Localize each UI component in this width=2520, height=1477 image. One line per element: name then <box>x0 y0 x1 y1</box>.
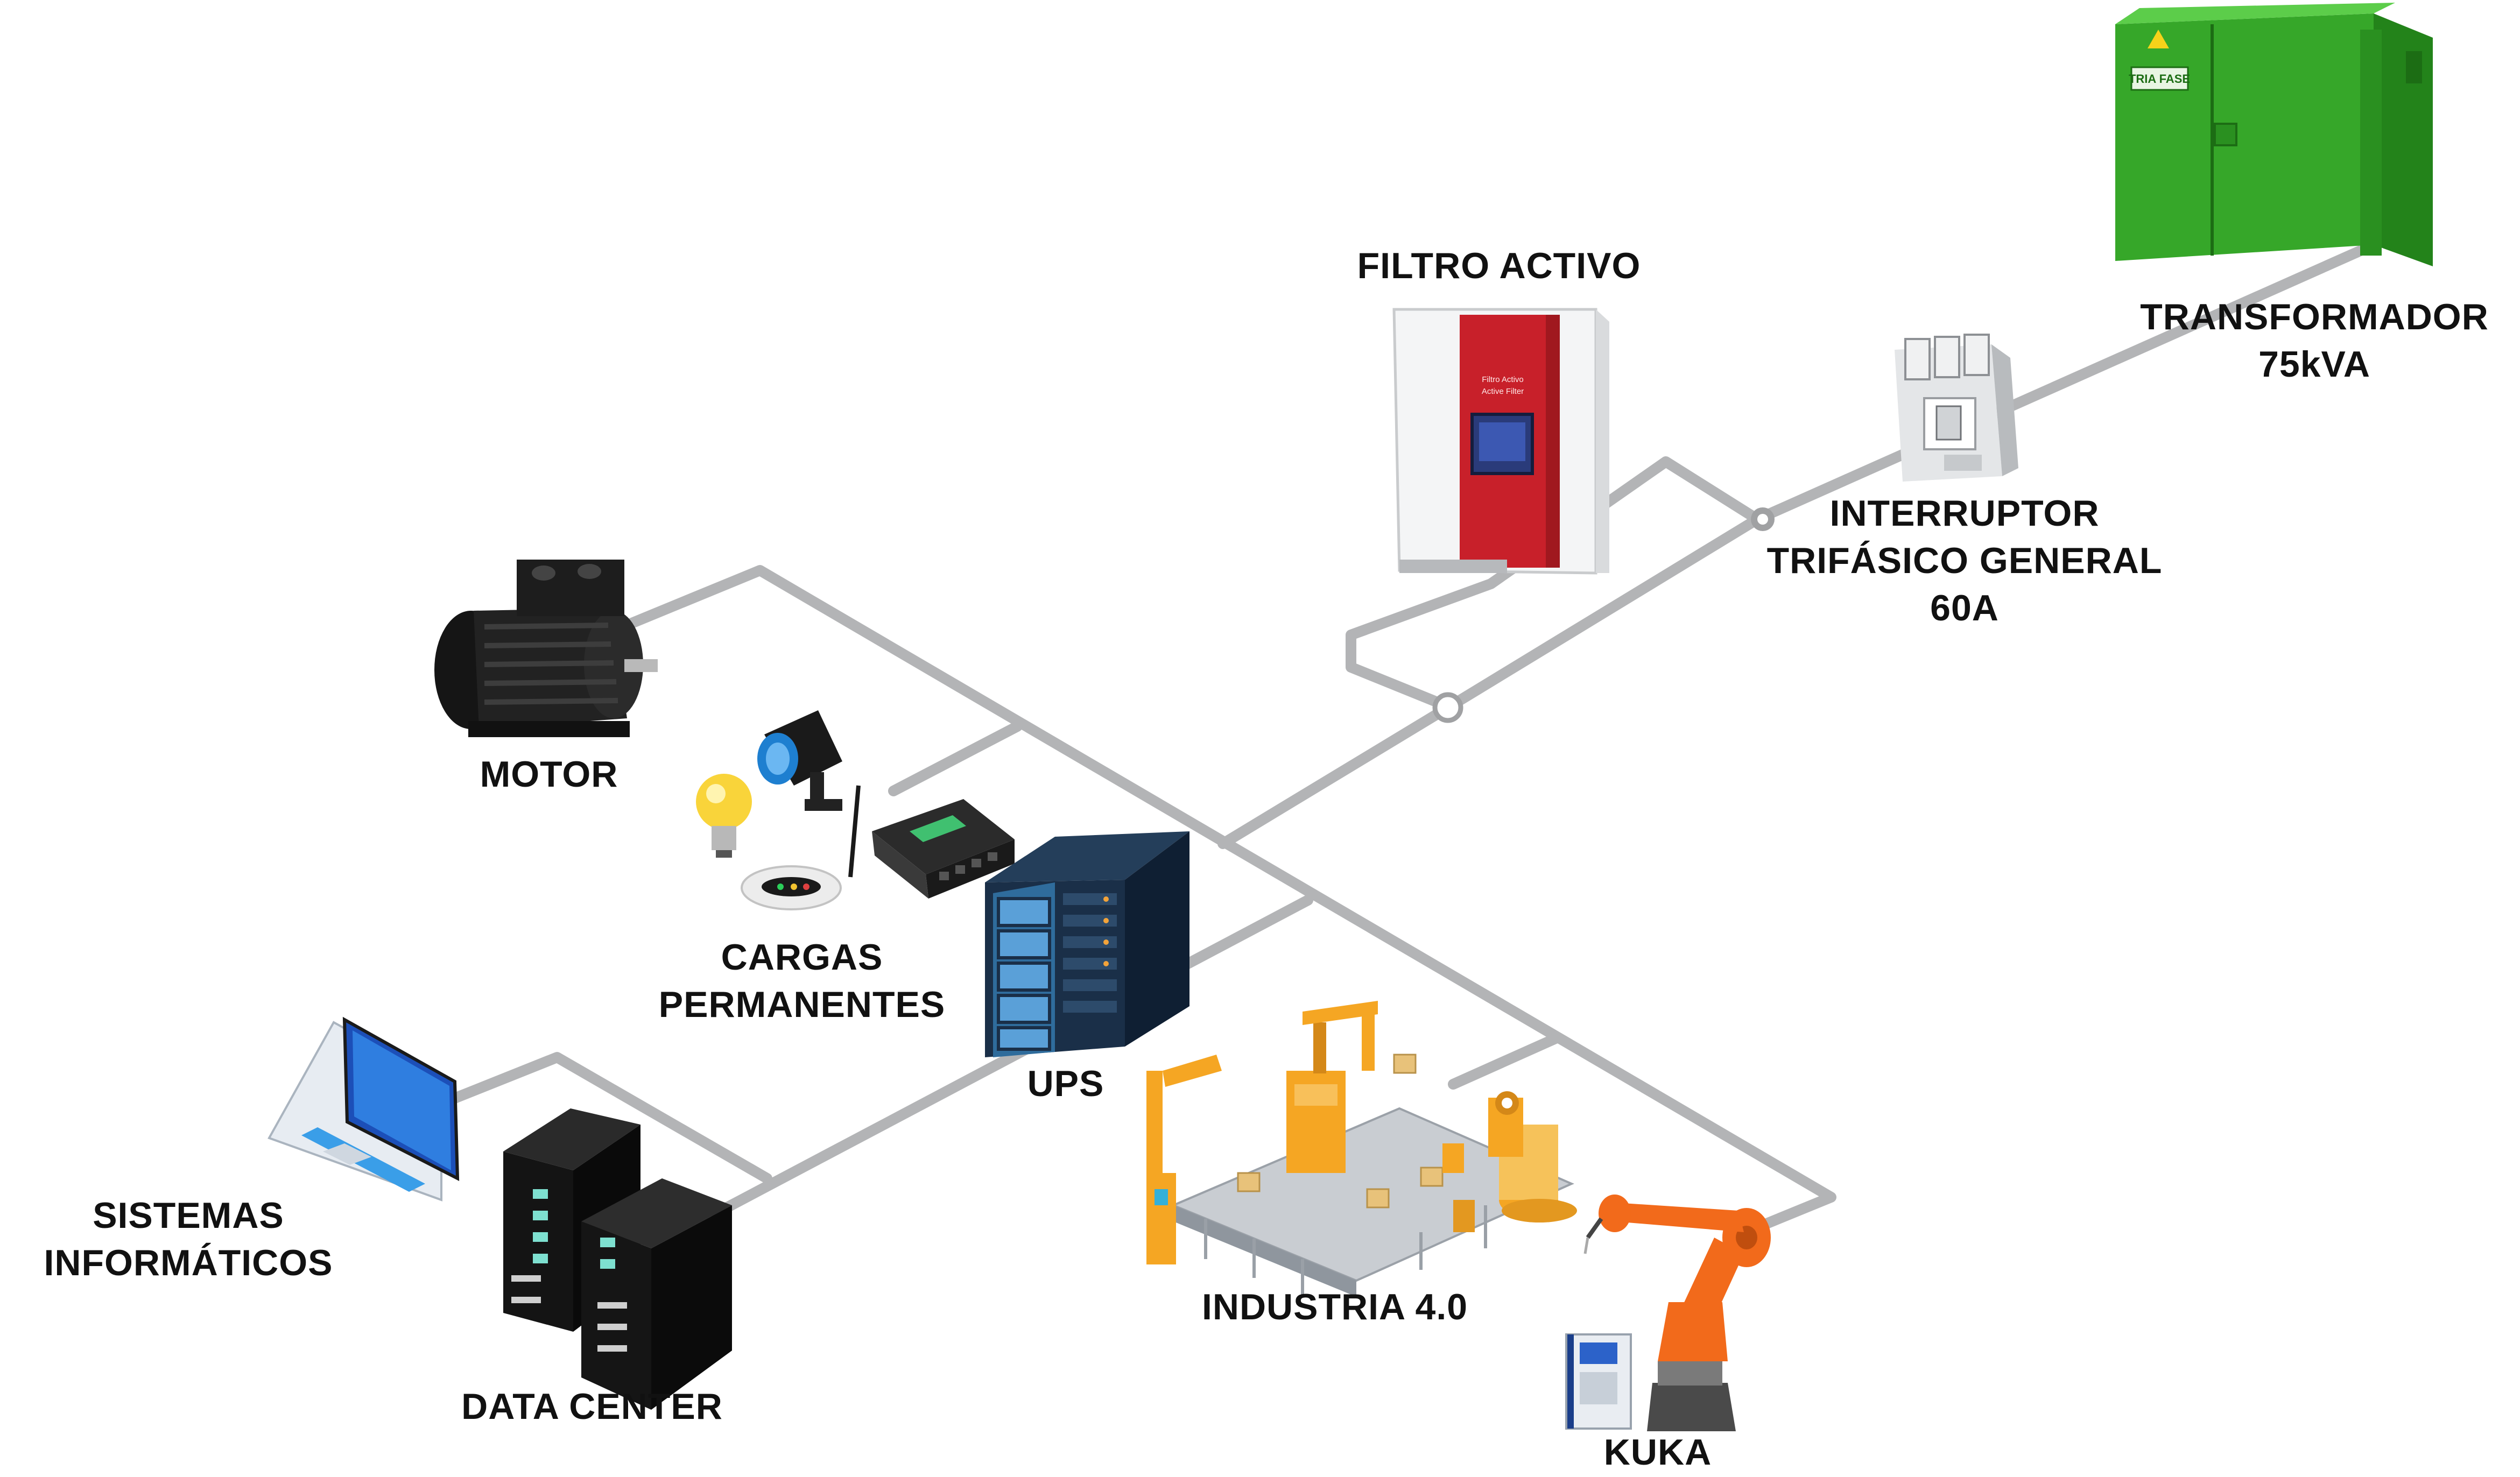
industry-4-icon <box>1146 1001 1577 1297</box>
label-interruptor-line1: INTERRUPTOR <box>1829 493 2100 534</box>
motor-kuka-wire <box>611 565 1836 1229</box>
industria-branch-wire <box>1448 1033 1561 1090</box>
label-industria-text: INDUSTRIA 4.0 <box>1201 1287 1468 1327</box>
filter-loop-wire <box>1346 456 1763 714</box>
label-filtro-text: FILTRO ACTIVO <box>1357 245 1641 286</box>
label-motor: MOTOR <box>447 751 651 798</box>
industrial-tower <box>1286 1001 1378 1173</box>
filter-panel-text-1: Filtro Activo <box>1482 375 1524 384</box>
filter-junction-node <box>1432 692 1463 723</box>
permanent-loads-icons <box>696 710 1015 910</box>
security-camera-icon <box>757 710 842 811</box>
laptop-icon <box>268 1016 460 1202</box>
active-filter-icon: Filtro Activo Active Filter <box>1392 308 1609 575</box>
laptop-branch-wire <box>444 1052 772 1184</box>
network-switch-icon <box>872 799 1015 899</box>
filter-panel-text-2: Active Filter <box>1482 387 1524 396</box>
router-icon <box>741 785 861 910</box>
label-interruptor-line2: TRIFÁSICO GENERAL <box>1766 540 2163 581</box>
transformer-icon: TRIA FASE <box>2115 3 2433 266</box>
label-filtro-activo: FILTRO ACTIVO <box>1311 242 1687 289</box>
wiring <box>444 239 2379 1229</box>
breaker-junction-inner <box>1757 514 1768 525</box>
label-ups: UPS <box>985 1060 1146 1107</box>
label-cargas-line2: PERMANENTES <box>658 984 946 1025</box>
cargas-branch-wire <box>888 721 1023 796</box>
ups-branch-wire <box>710 895 1313 1219</box>
label-data-center: DATA CENTER <box>431 1383 754 1430</box>
label-motor-text: MOTOR <box>480 754 618 795</box>
label-industria: INDUSTRIA 4.0 <box>1157 1283 1512 1331</box>
label-sistemas-line2: INFORMÁTICOS <box>44 1242 333 1283</box>
transformer-badge: TRIA FASE <box>2129 72 2190 86</box>
label-ups-text: UPS <box>1027 1063 1104 1104</box>
data-center-icon <box>503 1108 732 1410</box>
ups-rack-icon <box>985 831 1189 1057</box>
label-transformador: TRANSFORMADOR 75kVA <box>2104 293 2520 388</box>
label-sistemas-informaticos: SISTEMAS INFORMÁTICOS <box>11 1192 366 1287</box>
industrial-arm-left <box>1146 1055 1222 1264</box>
label-sistemas-line1: SISTEMAS <box>93 1195 284 1236</box>
label-cargas-permanentes: CARGAS PERMANENTES <box>614 934 990 1028</box>
label-kuka: KUKA <box>1550 1429 1765 1476</box>
label-transformador-line1: TRANSFORMADOR <box>2140 296 2489 337</box>
three-phase-breaker-icon <box>1895 334 2018 482</box>
main-feeder-wire <box>1217 239 2379 849</box>
label-interruptor: INTERRUPTOR TRIFÁSICO GENERAL 60A <box>1722 490 2207 632</box>
industrial-arm-right <box>1488 1091 1577 1222</box>
kuka-robot-icon <box>1565 1195 1771 1431</box>
light-bulb-icon <box>696 774 752 858</box>
label-interruptor-line3: 60A <box>1930 588 1999 628</box>
label-cargas-line1: CARGAS <box>721 937 883 978</box>
motor-icon <box>434 560 658 737</box>
label-kuka-text: KUKA <box>1603 1432 1712 1473</box>
label-datacenter-text: DATA CENTER <box>461 1386 723 1427</box>
label-transformador-line2: 75kVA <box>2258 344 2370 385</box>
